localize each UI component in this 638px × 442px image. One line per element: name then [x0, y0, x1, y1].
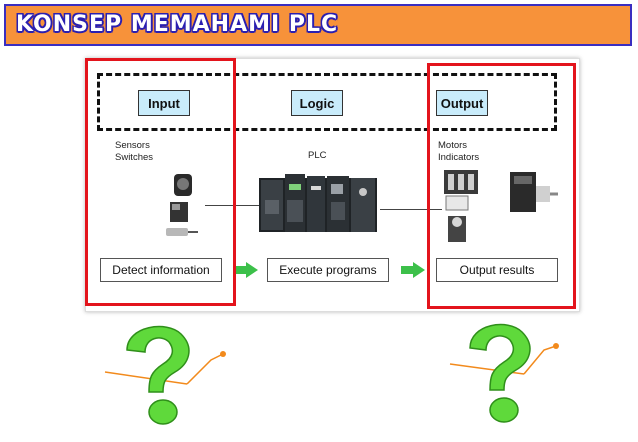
- question-mark-icon: [104, 325, 226, 425]
- logic-label: Logic: [291, 90, 343, 116]
- plc-unit-icon: [259, 174, 377, 232]
- sensor-icon: [166, 174, 198, 236]
- stage-output-results: Output results: [436, 258, 558, 282]
- input-label: Input: [138, 90, 190, 116]
- motor-icon: [444, 170, 558, 242]
- plc-caption: PLC: [308, 150, 327, 161]
- output-devices-text: Motors Indicators: [438, 140, 480, 163]
- input-highlight-box: [85, 58, 236, 306]
- title-banner: KONSEP MEMAHAMI PLC: [4, 4, 632, 46]
- flow-arrow-icon: [234, 262, 258, 278]
- connector-line-left: [205, 205, 259, 206]
- page-title: KONSEP MEMAHAMI PLC: [16, 12, 339, 37]
- output-highlight-box: [427, 63, 576, 309]
- output-label: Output: [436, 90, 488, 116]
- question-mark-icon: [449, 323, 559, 423]
- input-devices-text: Sensors Switches: [115, 140, 154, 163]
- connector-line-right: [380, 209, 442, 210]
- stage-detect-information: Detect information: [100, 258, 222, 282]
- flow-arrow-icon: [401, 262, 425, 278]
- logic-dashed-frame: [97, 73, 557, 131]
- stage-execute-programs: Execute programs: [267, 258, 389, 282]
